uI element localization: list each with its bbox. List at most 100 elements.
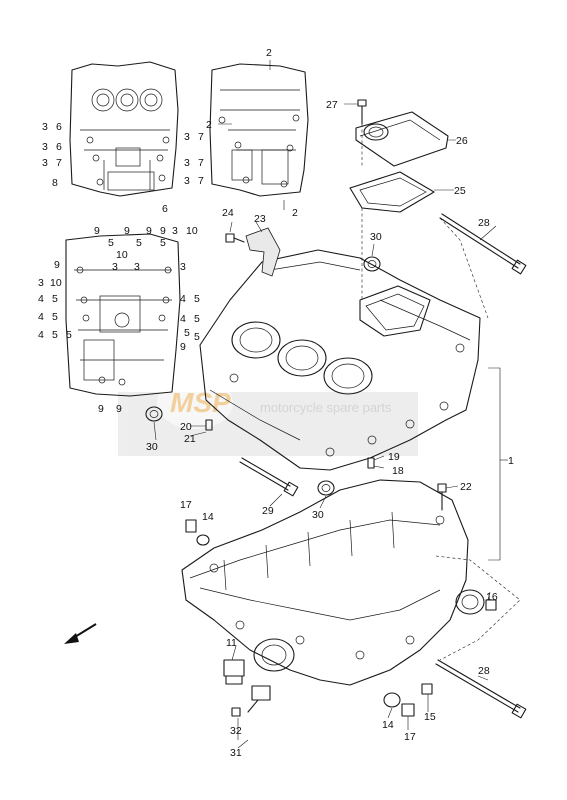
callout-14: 14 <box>202 511 214 523</box>
callout-10: 10 <box>116 249 128 261</box>
bolt-29 <box>239 457 299 497</box>
seal-30-a <box>363 256 381 272</box>
callout-9: 9 <box>160 225 166 237</box>
watermark-tagline: motorcycle spare parts <box>260 400 392 415</box>
oil-filter-11 <box>223 659 245 685</box>
callout-26: 26 <box>456 135 468 147</box>
callout-7: 7 <box>198 157 204 169</box>
callout-15: 15 <box>424 711 436 723</box>
callout-7: 7 <box>198 175 204 187</box>
callout-3: 3 <box>184 131 190 143</box>
callout-25: 25 <box>454 185 466 197</box>
callout-2: 2 <box>266 47 272 59</box>
callout-2: 2 <box>206 119 212 131</box>
bolt-27 <box>357 99 367 125</box>
lower-crankcase <box>181 479 485 686</box>
callout-8: 8 <box>52 177 58 189</box>
callout-28: 28 <box>478 217 490 229</box>
callout-5: 5 <box>136 237 142 249</box>
upper-crankcase <box>199 249 481 471</box>
callout-30: 30 <box>370 231 382 243</box>
callout-31: 31 <box>230 747 242 759</box>
long-bolt-28-bottom <box>435 659 527 719</box>
callout-9: 9 <box>98 403 104 415</box>
callout-3: 3 <box>42 141 48 153</box>
callout-7: 7 <box>56 157 62 169</box>
callout-29: 29 <box>262 505 274 517</box>
callout-4: 4 <box>180 313 186 325</box>
bolt-24 <box>225 233 245 243</box>
callout-6: 6 <box>162 203 168 215</box>
callout-19: 19 <box>388 451 400 463</box>
callout-5: 5 <box>52 311 58 323</box>
callout-27: 27 <box>326 99 338 111</box>
callout-28: 28 <box>478 665 490 677</box>
callout-4: 4 <box>38 329 44 341</box>
callout-5: 5 <box>52 293 58 305</box>
callout-3: 3 <box>112 261 118 273</box>
callout-labels: 1 2 2 2 3 6 3 6 3 7 8 3 7 3 7 3 7 6 9 9 … <box>38 47 514 759</box>
oil-cooler-cover <box>355 111 449 167</box>
breather-cover-23 <box>245 227 281 277</box>
callout-3: 3 <box>42 121 48 133</box>
callout-18: 18 <box>392 465 404 477</box>
callout-32: 32 <box>230 725 242 737</box>
watermark-brand: MSP <box>170 387 231 418</box>
callout-3: 3 <box>184 157 190 169</box>
dowel-18-19 <box>367 457 375 469</box>
dowel-20-21 <box>205 419 213 431</box>
callout-3: 3 <box>172 225 178 237</box>
direction-arrow-icon <box>64 623 97 644</box>
cover-gasket <box>349 171 435 213</box>
callout-3: 3 <box>38 277 44 289</box>
callout-11: 11 <box>226 637 237 649</box>
callout-5: 5 <box>108 237 114 249</box>
callout-9: 9 <box>116 403 122 415</box>
callout-1: 1 <box>508 455 514 467</box>
callout-5: 5 <box>66 329 72 341</box>
callout-17: 17 <box>180 499 192 511</box>
callout-21: 21 <box>184 433 196 445</box>
callout-3: 3 <box>180 261 186 273</box>
callout-9: 9 <box>180 341 186 353</box>
leader-lines <box>153 60 521 749</box>
callout-10: 10 <box>186 225 198 237</box>
callout-5: 5 <box>194 313 200 325</box>
inset-upper-case-side-view <box>209 63 309 197</box>
callout-24: 24 <box>222 207 234 219</box>
callout-30: 30 <box>312 509 324 521</box>
callout-14: 14 <box>382 719 394 731</box>
callout-5: 5 <box>160 237 166 249</box>
callout-5: 5 <box>184 327 190 339</box>
callout-3: 3 <box>42 157 48 169</box>
callout-9: 9 <box>146 225 152 237</box>
callout-23: 23 <box>254 213 266 225</box>
callout-4: 4 <box>38 293 44 305</box>
plug-16 <box>485 599 497 611</box>
callout-17: 17 <box>404 731 416 743</box>
callout-20: 20 <box>180 421 192 433</box>
seal-30-b <box>145 406 163 422</box>
callout-9: 9 <box>54 259 60 271</box>
callout-4: 4 <box>38 311 44 323</box>
callout-30: 30 <box>146 441 158 453</box>
callout-7: 7 <box>198 131 204 143</box>
callout-9: 9 <box>124 225 130 237</box>
callout-3: 3 <box>184 175 190 187</box>
callout-10: 10 <box>50 277 62 289</box>
inset-upper-case-top-view <box>69 61 179 197</box>
plug-17-top <box>185 519 210 546</box>
callout-5: 5 <box>52 329 58 341</box>
callout-5: 5 <box>194 331 200 343</box>
bolt-22 <box>437 483 447 511</box>
callout-4: 4 <box>180 293 186 305</box>
callout-6: 6 <box>56 121 62 133</box>
callout-5: 5 <box>194 293 200 305</box>
callout-6: 6 <box>56 141 62 153</box>
callout-22: 22 <box>460 481 472 493</box>
callout-9: 9 <box>94 225 100 237</box>
switch-31-32 <box>231 685 271 717</box>
callout-2: 2 <box>292 207 298 219</box>
inset-lower-case-view <box>65 233 181 397</box>
